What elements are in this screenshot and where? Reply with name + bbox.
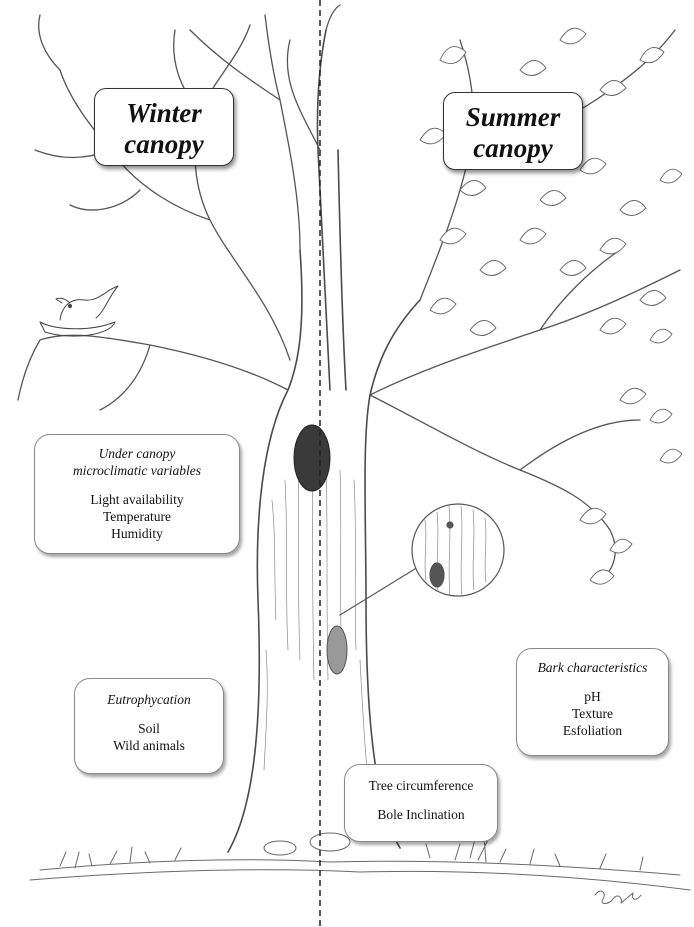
tree-measure-item: Bole Inclination [345, 806, 497, 823]
winter-title-line1: Winter [95, 98, 233, 129]
artist-signature [595, 891, 641, 903]
microclimate-item: Humidity [35, 525, 239, 542]
winter-branches [18, 5, 340, 410]
bark-label-box: Bark characteristics pH Texture Esfoliat… [516, 648, 669, 756]
microclimate-item: Temperature [35, 508, 239, 525]
bark-item: Esfoliation [517, 722, 668, 739]
eutrophycation-heading: Eutrophycation [75, 691, 223, 708]
bark-item: Texture [517, 705, 668, 722]
microclimate-heading-line2: microclimatic variables [35, 462, 239, 479]
tree-measure-item: Tree circumference [345, 777, 497, 794]
summer-canopy-title: Summer canopy [443, 92, 583, 170]
winter-canopy-title: Winter canopy [94, 88, 234, 166]
eutrophycation-label-box: Eutrophycation Soil Wild animals [74, 678, 224, 774]
eutrophycation-item: Soil [75, 720, 223, 737]
bird-in-nest [40, 286, 118, 336]
summer-title-line2: canopy [444, 133, 582, 164]
bark-item: pH [517, 688, 668, 705]
tree-measures-label-box: Tree circumference Bole Inclination [344, 764, 498, 842]
microclimate-label-box: Under canopy microclimatic variables Lig… [34, 434, 240, 554]
microclimate-heading-line1: Under canopy [35, 445, 239, 462]
microclimate-item: Light availability [35, 491, 239, 508]
winter-title-line2: canopy [95, 129, 233, 160]
bark-texture [264, 450, 368, 780]
bark-heading: Bark characteristics [517, 659, 668, 676]
eutrophycation-item: Wild animals [75, 737, 223, 754]
trunk-knot [294, 425, 330, 491]
summer-title-line1: Summer [444, 102, 582, 133]
